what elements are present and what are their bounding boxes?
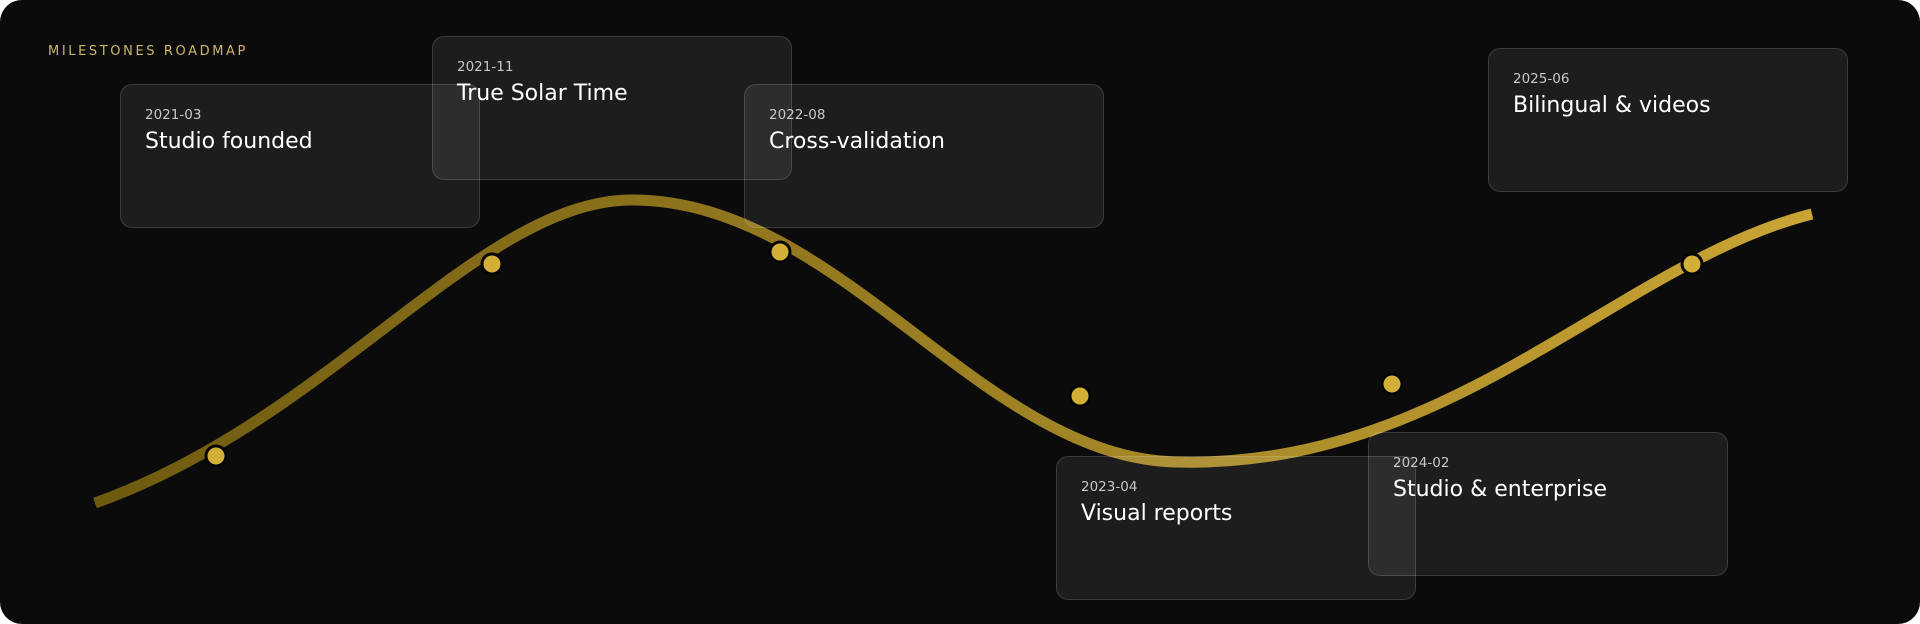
milestone-card-2025-06[interactable]: 2025-06 Bilingual & videos <box>1488 48 1848 192</box>
milestone-title: Studio founded <box>145 129 313 154</box>
milestone-card-2021-11[interactable]: 2021-11 True Solar Time <box>432 36 792 180</box>
roadmap-curve <box>93 194 1814 509</box>
milestone-card-2024-02[interactable]: 2024-02 Studio & enterprise <box>1368 432 1728 576</box>
milestone-marker-2023-04[interactable] <box>1068 384 1092 408</box>
milestone-marker-2025-06[interactable] <box>1680 252 1704 276</box>
milestone-card-2023-04[interactable]: 2023-04 Visual reports <box>1056 456 1416 600</box>
roadmap-title: MILESTONES ROADMAP <box>48 44 248 59</box>
milestone-marker-2021-11[interactable] <box>480 252 504 276</box>
milestone-date: 2021-03 <box>145 107 202 123</box>
milestone-date: 2023-04 <box>1081 479 1138 495</box>
milestone-marker-2021-03[interactable] <box>204 444 228 468</box>
milestone-title: Bilingual & videos <box>1513 93 1711 118</box>
milestone-date: 2025-06 <box>1513 71 1570 87</box>
milestone-marker-2024-02[interactable] <box>1380 372 1404 396</box>
milestone-date: 2024-02 <box>1393 455 1450 471</box>
milestone-title: True Solar Time <box>457 81 628 106</box>
milestone-card-2021-03[interactable]: 2021-03 Studio founded <box>120 84 480 228</box>
milestone-date: 2021-11 <box>457 59 514 75</box>
milestone-title: Studio & enterprise <box>1393 477 1608 502</box>
milestone-date: 2022-08 <box>769 107 826 123</box>
milestone-marker-2022-08[interactable] <box>768 240 792 264</box>
milestone-title: Visual reports <box>1081 501 1233 526</box>
milestone-title: Cross-validation <box>769 129 945 154</box>
milestone-card-2022-08[interactable]: 2022-08 Cross-validation <box>744 84 1104 228</box>
